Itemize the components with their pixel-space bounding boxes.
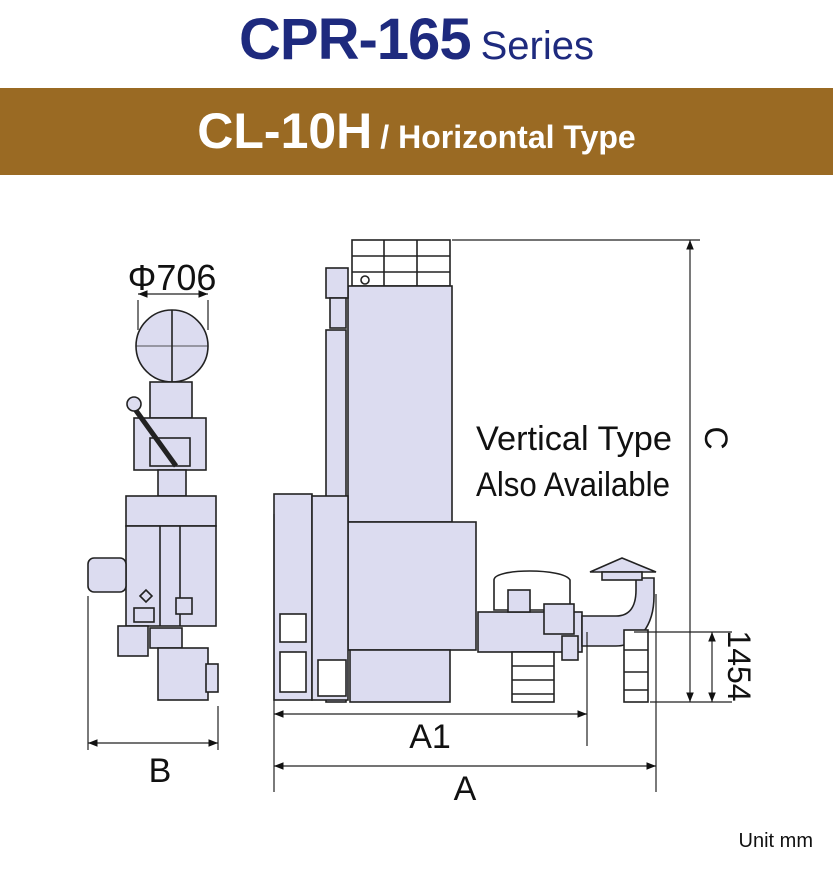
front-view (273, 239, 657, 703)
product-model: CL-10H (197, 103, 373, 159)
dim-1454-label: 1454 (721, 630, 757, 701)
side-view (87, 309, 219, 701)
series-model: CPR-165 (239, 7, 472, 72)
dim-c-label: C (698, 426, 734, 449)
diameter-label: Φ706 (128, 257, 217, 298)
dimension-lines (87, 239, 732, 792)
product-band: CL-10H/ Horizontal Type (0, 88, 833, 175)
dim-b-label: B (149, 752, 172, 790)
unit-label: Unit mm (738, 830, 813, 852)
note-line-1: Vertical Type (476, 420, 672, 458)
dim-a1-label: A1 (409, 718, 451, 756)
note-line-2: Also Available (476, 466, 670, 504)
dim-a-label: A (454, 770, 477, 808)
product-type: / Horizontal Type (380, 119, 636, 155)
series-word: Series (480, 24, 594, 68)
